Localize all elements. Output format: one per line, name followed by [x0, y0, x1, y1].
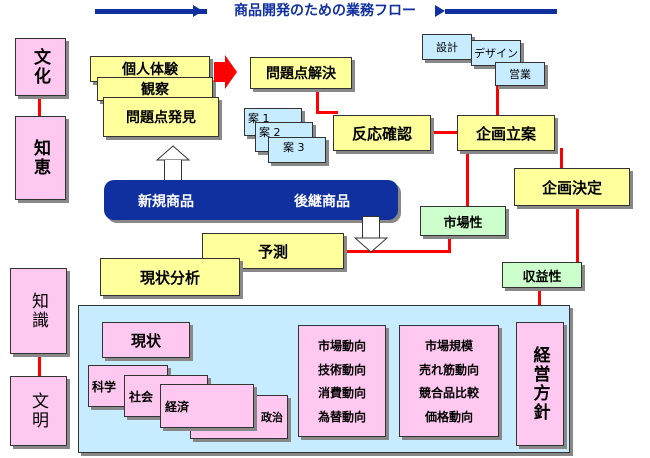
knowledge-label: 知識 — [28, 292, 48, 330]
market-box: 市場性 — [420, 206, 506, 236]
trend-consumption: 消費動向 — [317, 386, 366, 401]
problem-solving-box: 問題点解決 — [250, 57, 352, 89]
culture-box: 文化 — [15, 38, 66, 96]
market-item-size: 市場規模 — [424, 339, 473, 354]
current-analysis-box: 現状分析 — [100, 258, 240, 296]
experience-box-discovery: 問題点発見 — [103, 97, 219, 137]
team-design-eng-label: 設計 — [436, 41, 458, 54]
connector-planning-down — [466, 148, 469, 206]
down-arrow-head-svg — [353, 237, 389, 253]
planning-box: 企画立案 — [457, 115, 555, 151]
policy-box: 経営方針 — [516, 322, 564, 446]
connector-planning-decision — [560, 148, 563, 168]
title-marker-left — [193, 5, 203, 17]
title-rule-right — [445, 9, 557, 14]
market-item-competitor: 競合品比較 — [418, 386, 479, 401]
connector-market-down — [448, 234, 451, 252]
knowledge-box: 知識 — [10, 268, 67, 354]
title-marker-right — [435, 5, 445, 17]
trend-technology: 技術動向 — [317, 362, 366, 377]
experience-label-observation: 観察 — [141, 82, 169, 98]
banner-follow-product: 後継商品 — [294, 194, 350, 210]
problem-solving-label: 問題点解決 — [266, 66, 336, 82]
team-design-label: デザイン — [474, 47, 518, 60]
current-analysis-label: 現状分析 — [139, 268, 200, 287]
experience-label-personal: 個人体験 — [122, 62, 178, 78]
civilization-box: 文明 — [10, 376, 67, 446]
team-sales-label: 営業 — [509, 68, 531, 81]
up-arrow-head-svg — [155, 145, 191, 161]
field-economy: 経済 — [160, 384, 254, 428]
team-sales: 営業 — [495, 62, 545, 86]
field-society-label: 社会 — [129, 389, 154, 404]
current-state-box: 現状 — [102, 322, 190, 358]
proposal-2-label: 案 2 — [259, 126, 281, 139]
wisdom-label: 知恵 — [30, 139, 50, 177]
profitability-box: 収益性 — [502, 262, 582, 288]
connector-knowledge-civilization — [38, 354, 41, 376]
proposal-3: 案 3 — [268, 137, 326, 163]
connector-reaction-planning — [430, 131, 458, 134]
market-label: 市場性 — [443, 215, 483, 231]
plan-decision-label: 企画決定 — [541, 178, 602, 197]
policy-label: 経営方針 — [529, 346, 550, 422]
reaction-check-box: 反応確認 — [333, 115, 431, 151]
connector-culture-wisdom — [38, 96, 41, 116]
connector-profit-policy — [538, 286, 541, 322]
proposal-3-label: 案 3 — [283, 141, 305, 154]
connector-solve-down — [316, 85, 319, 113]
experience-label-discovery: 問題点発見 — [126, 110, 196, 126]
trend-exchange: 為替動向 — [317, 409, 366, 424]
proposal-1-label: 案 1 — [248, 112, 270, 125]
page-title: 商品開発のための業務フロー — [234, 3, 416, 19]
trends-box: 市場動向 技術動向 消費動向 為替動向 — [298, 325, 386, 437]
connector-teams-planning — [496, 85, 499, 115]
civilization-label: 文明 — [28, 392, 48, 430]
market-item-bestseller: 売れ筋動向 — [418, 362, 479, 377]
field-politics-label: 政治 — [261, 411, 283, 424]
connector-solve-right — [316, 111, 338, 114]
team-design-eng: 設計 — [422, 34, 472, 60]
trend-market: 市場動向 — [317, 339, 366, 354]
field-science-label: 科学 — [92, 379, 117, 394]
culture-label: 文化 — [30, 48, 50, 86]
forecast-label: 予測 — [257, 242, 288, 261]
wisdom-box: 知恵 — [15, 116, 66, 200]
plan-decision-box: 企画決定 — [514, 168, 630, 206]
down-arrow-body — [362, 216, 380, 238]
reaction-check-label: 反応確認 — [351, 124, 412, 143]
connector-forecast-market — [345, 250, 451, 253]
title-rule-left — [95, 9, 207, 14]
field-economy-label: 経済 — [165, 399, 190, 414]
planning-label: 企画立案 — [475, 124, 536, 143]
team-design: デザイン — [471, 40, 521, 66]
market-item-price: 価格動向 — [424, 409, 473, 424]
current-state-label: 現状 — [130, 331, 161, 350]
product-banner: 新規商品 後継商品 — [104, 180, 398, 220]
up-arrow-body — [164, 160, 182, 182]
up-arrow-head — [155, 145, 191, 161]
connector-decision-profit — [576, 206, 579, 262]
red-arrow-body — [214, 62, 226, 82]
profitability-label: 収益性 — [522, 269, 562, 285]
banner-new-product: 新規商品 — [138, 194, 194, 210]
red-arrow-head — [225, 55, 237, 89]
market-items-box: 市場規模 売れ筋動向 競合品比較 価格動向 — [399, 325, 499, 437]
down-arrow-head — [353, 237, 389, 253]
